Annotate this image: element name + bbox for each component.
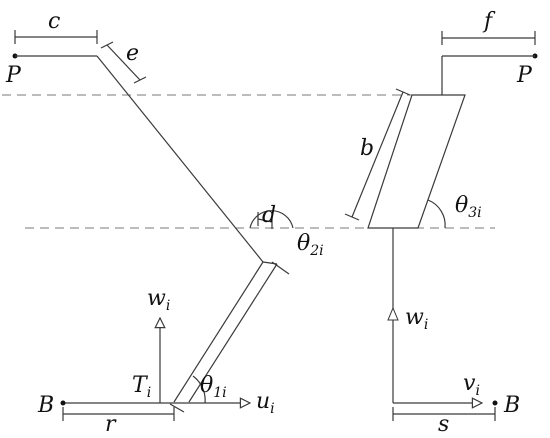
lower-arm-outer [188, 263, 278, 403]
theta1-arc [192, 375, 206, 404]
w-axis-right-arrow [387, 306, 399, 321]
label-P-left: P [5, 63, 22, 88]
dim-e-tick-top [100, 41, 114, 49]
dim-e-line [106, 44, 141, 81]
label-d: d [262, 203, 276, 228]
lower-arm-tick-bottom [169, 403, 185, 413]
dim-d-line [257, 218, 273, 223]
dim-b-tick-top [395, 88, 411, 96]
dim-e-tick-bottom [133, 76, 147, 84]
label-f: f [482, 9, 496, 34]
label-c: c [48, 9, 60, 34]
label-theta1: θ1i [200, 373, 227, 401]
theta2-arc [249, 210, 294, 229]
upper-arm [96, 55, 264, 263]
point-B-left-dot [60, 400, 66, 406]
label-v: vi [463, 371, 480, 399]
label-theta3: θ3i [455, 193, 482, 221]
prismatic-link [367, 94, 466, 229]
label-w-left: wi [147, 286, 170, 314]
lower-arm-inner [173, 261, 264, 403]
dim-b-tick-bottom [344, 213, 360, 221]
label-theta2: θ2i [297, 231, 324, 259]
label-T: Ti [132, 373, 151, 401]
point-B-right-dot [492, 400, 498, 406]
lower-arm-tick-top [271, 261, 290, 275]
label-B-left: B [37, 393, 54, 418]
theta3-arc [427, 199, 446, 229]
label-e: e [126, 41, 139, 66]
label-B-right: B [503, 393, 520, 418]
label-r: r [105, 412, 117, 437]
label-s: s [438, 412, 449, 437]
dim-b-line [351, 91, 404, 218]
label-b: b [360, 136, 374, 161]
label-P-right: P [516, 63, 533, 88]
label-w-right: wi [405, 305, 428, 333]
label-u: ui [256, 389, 275, 417]
